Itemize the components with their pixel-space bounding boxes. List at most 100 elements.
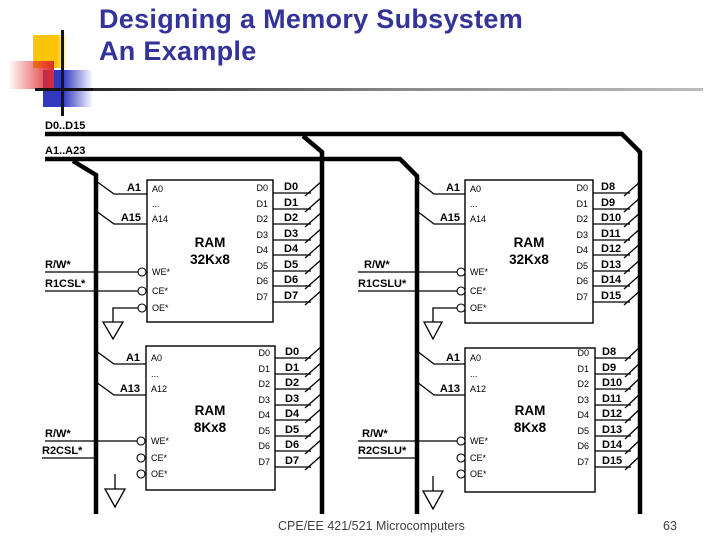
bus-tap-slash [304, 454, 323, 471]
ctrl-label-rw: R/W* [362, 428, 388, 440]
chip-top-left: RAM 32Kx8 A1 A15 A0 ... A14 R/W* R1CSL* … [45, 179, 323, 341]
data-tap-label: D4 [285, 408, 300, 420]
chip-bottom-left: RAM 8Kx8 A1 A13 A0 ... A12 R/W* R2CSL* W… [42, 345, 323, 509]
bus-tap-slash [304, 211, 323, 228]
active-low-bubble [136, 469, 146, 479]
data-pin: D2 [577, 379, 589, 389]
data-pin: D6 [576, 276, 588, 286]
data-tap-label: D12 [601, 243, 621, 255]
ground-symbol [422, 321, 444, 341]
bus-tap-slash [304, 361, 323, 378]
data-pin: D0 [577, 348, 589, 358]
chip-size: 32Kx8 [190, 252, 230, 267]
bus-tap-slash [304, 258, 323, 275]
active-low-bubble [136, 453, 146, 463]
bus-tap-slash [624, 407, 642, 424]
addr-pin: A14 [152, 214, 168, 224]
data-pin: D6 [258, 441, 270, 451]
bus-tap-slash [304, 392, 323, 409]
addr-tap-label: A1 [446, 352, 460, 364]
data-pin: D7 [577, 457, 589, 467]
ctrl-pin: OE* [152, 303, 169, 313]
addr-pin: A0 [470, 353, 481, 363]
data-tap-label: D3 [285, 393, 299, 405]
addr-tap-label: A13 [120, 383, 140, 395]
chip-size: 8Kx8 [514, 420, 547, 435]
active-low-bubble [456, 469, 466, 479]
title-line-2: An Example [99, 36, 257, 66]
data-tap-label: D9 [602, 362, 616, 374]
bus-tap-slash [623, 227, 642, 244]
data-tap-label: D13 [601, 259, 621, 271]
chip-name: RAM [515, 403, 546, 418]
data-pin: D3 [576, 230, 588, 240]
active-low-bubble [456, 303, 466, 313]
address-tap-wire [95, 210, 147, 225]
data-pin: D1 [258, 364, 270, 374]
data-tap-label: D14 [601, 274, 622, 286]
address-bus-line [45, 156, 420, 514]
bus-tap-slash [304, 273, 323, 290]
chip-name: RAM [195, 235, 226, 250]
data-pin: D1 [256, 199, 268, 209]
data-tap-label: D15 [601, 290, 621, 302]
data-tap-label: D5 [285, 424, 299, 436]
footer-course-label: CPE/EE 421/521 Microcomputers [278, 519, 465, 533]
ctrl-label-cs: R2CSLU* [358, 445, 407, 457]
data-tap-label: D4 [284, 243, 299, 255]
addr-pin: ... [152, 199, 160, 209]
chip-size: 8Kx8 [194, 420, 227, 435]
addr-pin: A12 [151, 384, 167, 394]
addr-tap-label: A1 [127, 182, 141, 194]
addr-tap-label: A1 [126, 352, 140, 364]
data-tap-label: D10 [602, 377, 622, 389]
bus-tap-slash [623, 289, 642, 306]
bus-tap-slash [623, 180, 642, 197]
decoration-red-square [8, 61, 54, 89]
addr-pin: ... [151, 369, 159, 379]
data-pin: D7 [576, 292, 588, 302]
data-tap-label: D7 [284, 290, 298, 302]
addr-pin: ... [470, 369, 478, 379]
active-low-bubble [456, 267, 466, 277]
data-tap-label: D7 [285, 455, 299, 467]
ground-symbol [101, 321, 125, 341]
page-number: 63 [663, 519, 677, 533]
address-bus-label: A1..A23 [45, 145, 85, 157]
bus-tap-slash [623, 211, 642, 228]
ctrl-pin: CE* [470, 453, 487, 463]
data-pin: D4 [577, 410, 589, 420]
chip-body [464, 179, 594, 324]
data-pin: D5 [258, 426, 270, 436]
data-tap-label: D11 [601, 228, 621, 240]
active-low-bubble [456, 453, 466, 463]
bus-tap-slash [304, 438, 323, 455]
address-tap-wire [95, 350, 146, 365]
chip-top-right: RAM 32Kx8 A1 A15 A0 ... A14 R/W* R1CSLU*… [358, 179, 642, 341]
ctrl-pin: OE* [470, 469, 487, 479]
data-bus-label: D0..D15 [45, 120, 85, 132]
bus-tap-slash [304, 196, 323, 213]
active-low-bubble [137, 286, 147, 296]
bus-tap-slash [304, 227, 323, 244]
data-bus-line [45, 131, 643, 514]
data-pin: D3 [256, 230, 268, 240]
data-tap-label: D2 [285, 377, 299, 389]
data-pin: D6 [577, 441, 589, 451]
data-pin: D7 [256, 292, 268, 302]
data-tap-label: D11 [602, 393, 622, 405]
active-low-bubble [137, 303, 147, 313]
addr-tap-label: A15 [121, 212, 141, 224]
ctrl-pin: WE* [470, 267, 488, 277]
addr-tap-label: A1 [446, 182, 460, 194]
ctrl-label-rw: R/W* [364, 259, 390, 271]
addr-tap-label: A15 [440, 212, 460, 224]
data-tap-label: D0 [285, 346, 299, 358]
oe-ground-wire [112, 307, 138, 322]
data-pin: D2 [258, 379, 270, 389]
chip-body [145, 345, 276, 491]
data-pin: D4 [576, 245, 588, 255]
address-tap-wire [416, 210, 465, 225]
ground-symbol [421, 490, 445, 511]
